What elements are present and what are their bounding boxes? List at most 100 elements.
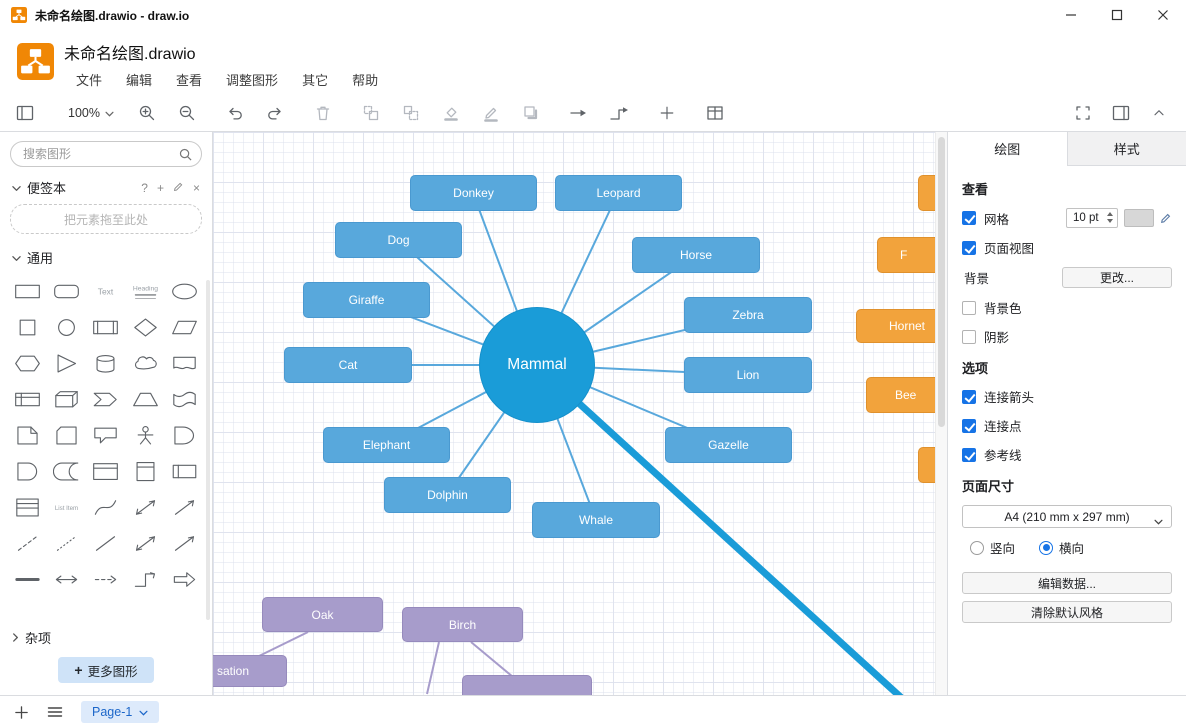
shape-step[interactable] [86, 381, 125, 417]
tab-style[interactable]: 样式 [1066, 132, 1186, 166]
shape-diamond[interactable] [126, 309, 165, 345]
portrait-radio[interactable] [970, 540, 984, 555]
fullscreen-icon[interactable] [1070, 100, 1096, 126]
connection-arrows-checkbox[interactable] [962, 389, 976, 404]
shape-line[interactable] [86, 525, 125, 561]
diagram-node[interactable]: Dog [335, 222, 462, 258]
menu-extras[interactable]: 其它 [302, 73, 329, 88]
landscape-radio[interactable] [1039, 540, 1054, 555]
step-up-icon[interactable] [1107, 212, 1113, 216]
page-view-label[interactable]: 页面视图 [984, 242, 1035, 256]
toggle-panels-icon[interactable] [12, 100, 38, 126]
shape-rounded-rectangle[interactable] [47, 273, 86, 309]
shape-heading[interactable]: Heading [126, 273, 165, 309]
tab-diagram[interactable]: 绘图 [948, 132, 1067, 166]
shape-dashed-line[interactable] [8, 525, 47, 561]
shape-double-arrow[interactable] [47, 561, 86, 593]
search-input[interactable] [23, 147, 179, 161]
connection-arrow-icon[interactable] [566, 100, 592, 126]
shape-bidirectional-arrow[interactable] [126, 489, 165, 525]
misc-section[interactable]: 杂项 [0, 622, 212, 651]
collapse-toolbar-icon[interactable] [1146, 100, 1172, 126]
redo-icon[interactable] [262, 100, 288, 126]
search-icon[interactable] [179, 148, 192, 161]
diagram-node[interactable]: Oak [262, 597, 383, 632]
menu-help[interactable]: 帮助 [352, 73, 379, 88]
menu-file[interactable]: 文件 [76, 73, 103, 88]
guides-checkbox[interactable] [962, 447, 976, 462]
shape-horizontal-container[interactable] [165, 453, 204, 489]
clear-default-style-button[interactable]: 清除默认风格 [962, 601, 1172, 623]
grid-label[interactable]: 网格 [984, 212, 1010, 227]
portrait-option[interactable]: 竖向 [970, 538, 1015, 557]
grid-checkbox[interactable] [962, 211, 976, 225]
shape-trapezoid[interactable] [126, 381, 165, 417]
diagram-node[interactable]: Bee [866, 377, 947, 413]
diagram-node[interactable]: Donkey [410, 175, 537, 211]
diagram-node[interactable]: Leopard [555, 175, 682, 211]
shape-dashed-arrow[interactable] [86, 561, 125, 593]
diagram-node[interactable]: Cat [284, 347, 412, 383]
connection-points-label[interactable]: 连接点 [984, 420, 1022, 434]
shape-list-item[interactable]: List Item [47, 489, 86, 525]
shape-curve[interactable] [86, 489, 125, 525]
edit-pencil-icon[interactable] [1160, 212, 1172, 224]
grid-size-stepper[interactable]: 10 pt [1066, 208, 1118, 228]
shape-data-storage[interactable] [47, 453, 86, 489]
menu-view[interactable]: 查看 [176, 73, 203, 88]
diagram-node[interactable]: Whale [532, 502, 660, 538]
grid-color-swatch[interactable] [1124, 209, 1154, 227]
shape-circle[interactable] [47, 309, 86, 345]
shape-cylinder[interactable] [86, 345, 125, 381]
add-icon[interactable]: + [156, 180, 164, 195]
connection-points-checkbox[interactable] [962, 418, 976, 433]
step-down-icon[interactable] [1107, 219, 1113, 223]
close-button[interactable] [1140, 0, 1186, 30]
shape-callout[interactable] [86, 417, 125, 453]
shape-parallelogram[interactable] [165, 309, 204, 345]
sidebar-scrollbar[interactable] [206, 280, 210, 620]
guides-label[interactable]: 参考线 [984, 449, 1022, 463]
toggle-format-panel-icon[interactable] [1108, 100, 1134, 126]
page-size-select[interactable]: A4 (210 mm x 297 mm) [962, 505, 1172, 528]
shape-square[interactable] [8, 309, 47, 345]
shape-or[interactable] [165, 417, 204, 453]
delete-icon[interactable] [310, 100, 336, 126]
shadow-label[interactable]: 阴影 [984, 331, 1010, 345]
shape-list[interactable] [8, 489, 47, 525]
shape-card[interactable] [47, 417, 86, 453]
diagram-center-node[interactable]: Mammal [479, 307, 595, 423]
shape-actor[interactable] [126, 417, 165, 453]
diagram-node[interactable] [462, 675, 592, 695]
landscape-option[interactable]: 横向 [1039, 538, 1084, 557]
menu-arrange[interactable]: 调整图形 [226, 73, 279, 88]
shape-cube[interactable] [47, 381, 86, 417]
shape-process[interactable] [86, 309, 125, 345]
shape-thick-arrow[interactable] [165, 561, 204, 593]
general-section[interactable]: 通用 [0, 242, 212, 271]
page-tab[interactable]: Page-1 [81, 701, 160, 723]
background-color-label[interactable]: 背景色 [984, 302, 1022, 316]
shape-bidirectional-connector[interactable] [126, 525, 165, 561]
zoom-in-icon[interactable] [134, 100, 160, 126]
shadow-icon[interactable] [518, 100, 544, 126]
close-icon[interactable]: × [192, 180, 200, 195]
shape-dotted-line[interactable] [47, 525, 86, 561]
portrait-label[interactable]: 竖向 [990, 542, 1016, 556]
shape-note[interactable] [8, 417, 47, 453]
diagram-node[interactable]: Hornet [856, 309, 947, 343]
diagram-node[interactable]: Gazelle [665, 427, 792, 463]
landscape-label[interactable]: 横向 [1059, 542, 1085, 556]
waypoints-icon[interactable] [606, 100, 632, 126]
shape-elbow-connector[interactable] [126, 561, 165, 593]
shape-directional-arrow[interactable] [165, 489, 204, 525]
shape-cloud[interactable] [126, 345, 165, 381]
shape-rectangle[interactable] [8, 273, 47, 309]
canvas-vertical-scrollbar[interactable] [935, 132, 947, 695]
pages-list-icon[interactable] [47, 705, 63, 719]
shape-internal-storage[interactable] [8, 381, 47, 417]
diagram-node[interactable]: Zebra [684, 297, 812, 333]
to-front-icon[interactable] [358, 100, 384, 126]
diagram-node[interactable]: Lion [684, 357, 812, 393]
zoom-out-icon[interactable] [174, 100, 200, 126]
